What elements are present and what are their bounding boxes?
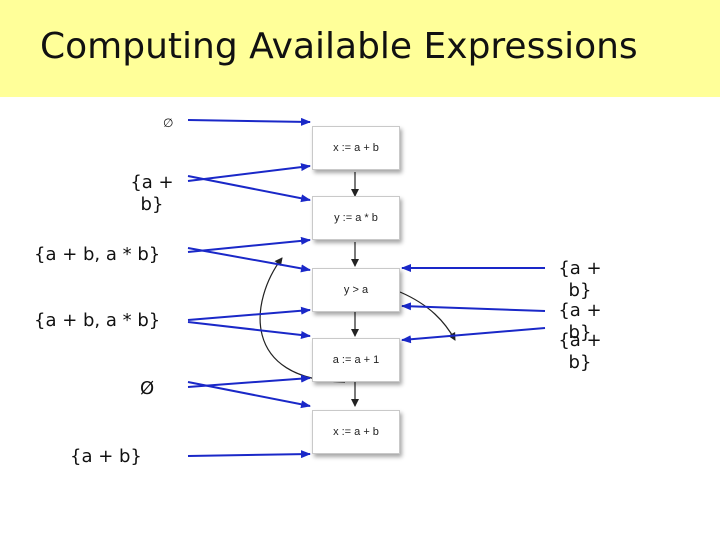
cfg-node-2: y := a * b	[312, 196, 400, 240]
cfg-node-4: a := a + 1	[312, 338, 400, 382]
right-set-3: {a + b}	[558, 330, 602, 373]
cfg-node-3: y > a	[312, 268, 400, 312]
in-arrow-1	[187, 117, 311, 126]
out-arrow-2b	[187, 236, 311, 253]
right-arrow-3	[401, 327, 546, 344]
left-set-3: {a + b, a * b}	[34, 244, 161, 265]
out-arrow-2	[187, 247, 311, 273]
out-arrow-5	[187, 450, 311, 459]
out-arrow-1	[187, 175, 311, 203]
cfg-node-5: x := a + b	[312, 410, 400, 454]
out-arrow-4b	[187, 374, 311, 388]
left-set-4: {a + b, a * b}	[34, 310, 161, 331]
out-arrow-3b	[187, 321, 311, 339]
left-set-2: {a + b}	[130, 172, 174, 215]
title-bar	[0, 0, 720, 97]
left-set-1: ∅	[163, 116, 174, 130]
left-set-5: Ø	[140, 378, 155, 399]
right-set-1: {a + b}	[558, 258, 602, 301]
cfg-node-1: x := a + b	[312, 126, 400, 170]
out-arrow-1b	[187, 163, 311, 182]
out-arrow-3	[187, 306, 311, 321]
right-set-2: {a + b}	[558, 300, 602, 343]
cfg-exit-edge	[399, 291, 456, 341]
slide-title: Computing Available Expressions	[40, 26, 638, 67]
left-set-6: {a + b}	[70, 446, 142, 467]
right-arrow-2	[401, 302, 546, 312]
